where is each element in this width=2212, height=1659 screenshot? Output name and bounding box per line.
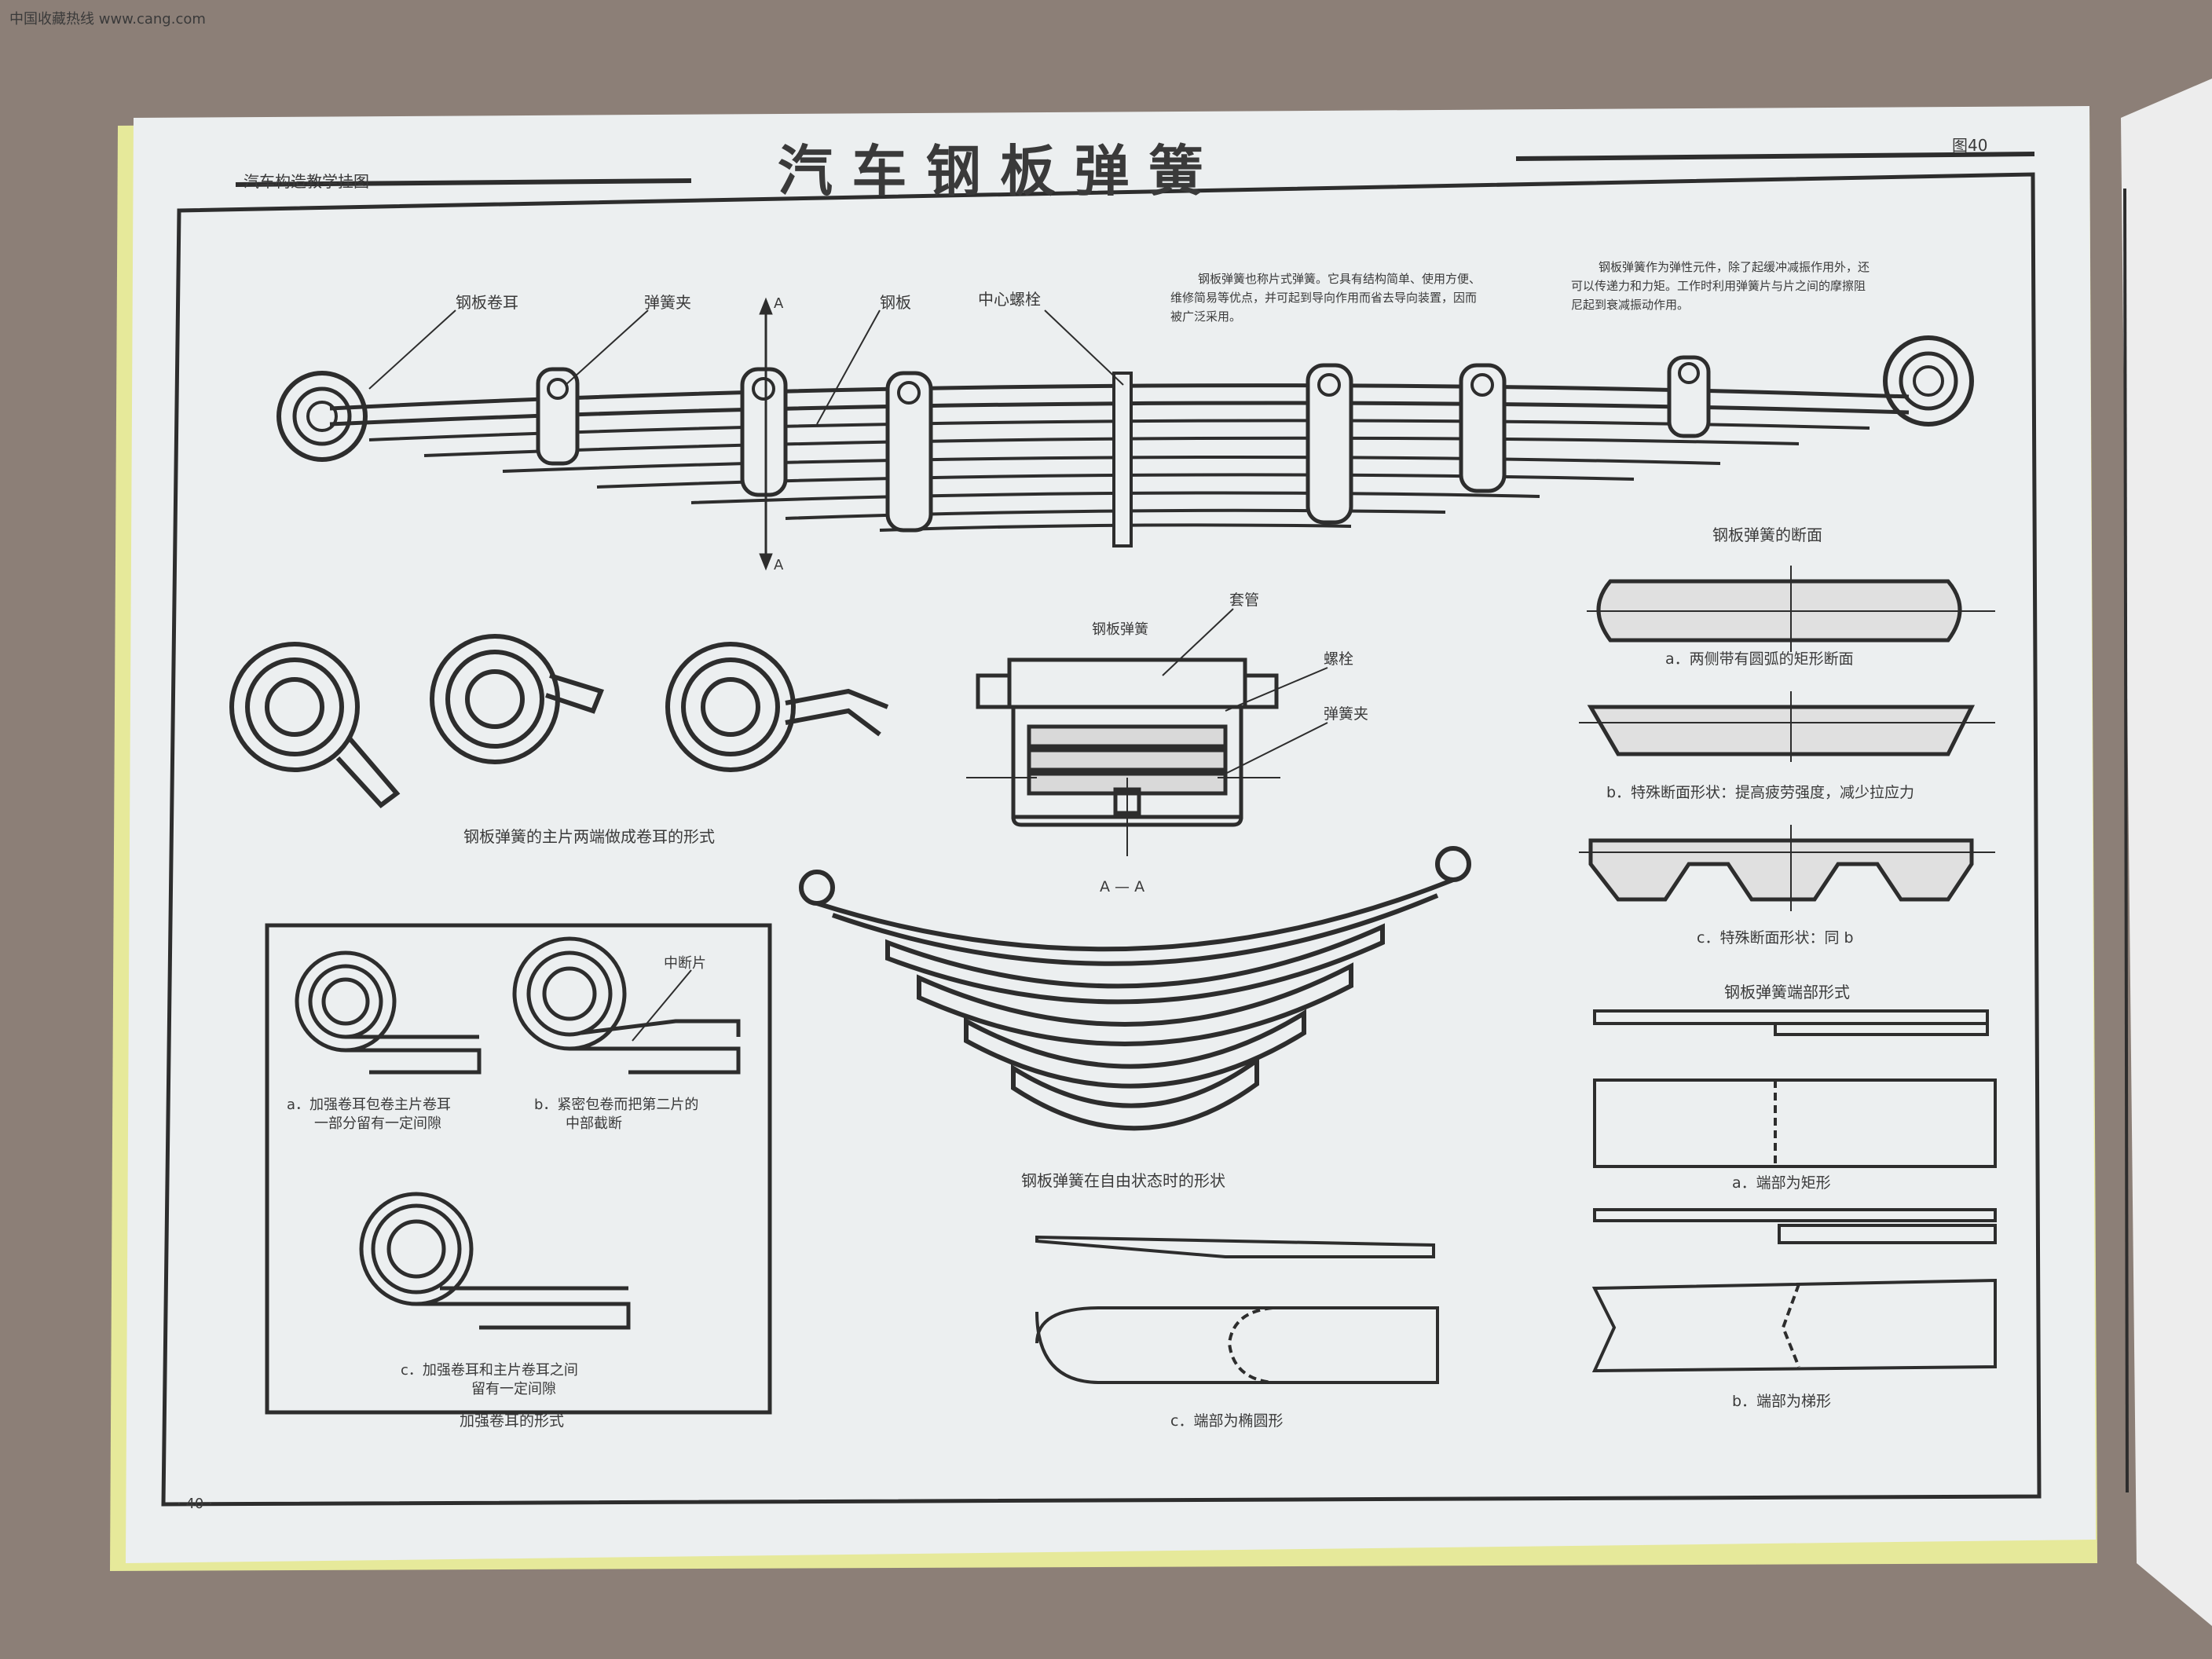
- reinforced-c-line2: 留有一定间隙: [471, 1381, 556, 1397]
- svg-text:钢板弹簧也称片式弹簧。它具有结构简单、使用方便、: 钢板弹簧也称片式弹簧。它具有结构简单、使用方便、: [1198, 272, 1481, 286]
- cross-section-b: b．特殊断面形状：提高疲劳强度，减少拉应力: [1606, 784, 1914, 801]
- label-eye: 钢板卷耳: [456, 293, 518, 312]
- caption-free-state: 钢板弹簧在自由状态时的形状: [1021, 1171, 1225, 1190]
- reinforced-eye-drawings: [295, 936, 741, 1330]
- end-forms-title: 钢板弹簧端部形式: [1724, 983, 1850, 1002]
- figure-number: 图40: [1952, 136, 1987, 155]
- caption-end-a: a．端部为矩形: [1732, 1174, 1831, 1192]
- free-state-spring: [799, 846, 1471, 1131]
- page-title: 汽 车 钢 板 弹 簧: [778, 139, 1203, 203]
- reinforced-c-line1: c．加强卷耳和主片卷耳之间: [401, 1362, 578, 1379]
- rolled-eyes: [229, 634, 889, 809]
- label-aa-clip: 弹簧夹: [1324, 705, 1368, 723]
- label-section-a-bottom: A: [774, 557, 784, 573]
- series-title: 汽车构造教学挂图: [244, 172, 369, 191]
- description-left: 钢板弹簧也称片式弹簧。它具有结构简单、使用方便、 维修简易等优点，并可起到导向作…: [1170, 272, 1481, 324]
- svg-text:钢板弹簧作为弹性元件，除了起缓冲减振作用外，还: 钢板弹簧作为弹性元件，除了起缓冲减振作用外，还: [1599, 260, 1870, 274]
- description-right: 钢板弹簧作为弹性元件，除了起缓冲减振作用外，还 可以传递力和力矩。工作时利用弹簧…: [1571, 260, 1870, 312]
- end-forms: [1591, 1009, 1997, 1373]
- header-rule-left: [235, 178, 692, 187]
- section-aa-drawing: [966, 608, 1328, 856]
- label-leaf: 钢板: [880, 293, 911, 312]
- svg-text:维修简易等优点，并可起到导向作用而省去导向装置，因而: 维修简易等优点，并可起到导向作用而省去导向装置，因而: [1170, 291, 1477, 305]
- cross-sections: [1579, 566, 1995, 911]
- svg-text:尼起到衰减振动作用。: 尼起到衰减振动作用。: [1571, 298, 1689, 312]
- label-section-a-top: A: [774, 295, 784, 312]
- right-page-edge: [2121, 79, 2212, 1626]
- caption-aa: A — A: [1100, 878, 1144, 895]
- svg-text:被广泛采用。: 被广泛采用。: [1170, 309, 1241, 324]
- reinforced-a-line2: 一部分留有一定间隙: [314, 1115, 441, 1132]
- caption-end-c: c．端部为椭圆形: [1170, 1412, 1283, 1430]
- cross-section-c: c．特殊断面形状：同 b: [1697, 929, 1854, 947]
- label-clip: 弹簧夹: [644, 293, 691, 312]
- svg-text:可以传递力和力矩。工作时利用弹簧片与片之间的摩擦阻: 可以传递力和力矩。工作时利用弹簧片与片之间的摩擦阻: [1571, 279, 1866, 293]
- reinforced-b-line1: b．紧密包卷而把第二片的: [534, 1097, 698, 1113]
- label-mid-leaf: 中断片: [664, 955, 706, 972]
- main-frame: [161, 172, 2042, 1507]
- reinforced-eye-box: [265, 923, 772, 1415]
- caption-end-b: b．端部为梯形: [1732, 1393, 1831, 1410]
- reinforced-b-line2: 中部截断: [566, 1115, 622, 1132]
- label-center-bolt: 中心螺栓: [978, 290, 1041, 309]
- reinforced-a-line1: a．加强卷耳包卷主片卷耳: [287, 1097, 451, 1113]
- page-number: · 40 ·: [177, 1496, 213, 1512]
- header-rule-right: [1515, 152, 2035, 161]
- watermark: 中国收藏热线 www.cang.com: [9, 11, 206, 27]
- right-page-frame: [2123, 188, 2129, 1493]
- main-leaf-spring: [276, 297, 1974, 571]
- cross-section-a: a．两侧带有圆弧的矩形断面: [1665, 650, 1854, 668]
- cross-section-title: 钢板弹簧的断面: [1712, 526, 1822, 544]
- reinforced-caption: 加强卷耳的形式: [460, 1412, 564, 1430]
- label-aa-sleeve: 套管: [1229, 591, 1259, 609]
- end-form-elliptical: [1035, 1235, 1439, 1384]
- caption-eyes: 钢板弹簧的主片两端做成卷耳的形式: [463, 827, 715, 846]
- main-page: [126, 106, 2096, 1563]
- label-aa-bolt: 螺栓: [1324, 650, 1353, 668]
- label-aa-spring: 钢板弹簧: [1092, 621, 1148, 638]
